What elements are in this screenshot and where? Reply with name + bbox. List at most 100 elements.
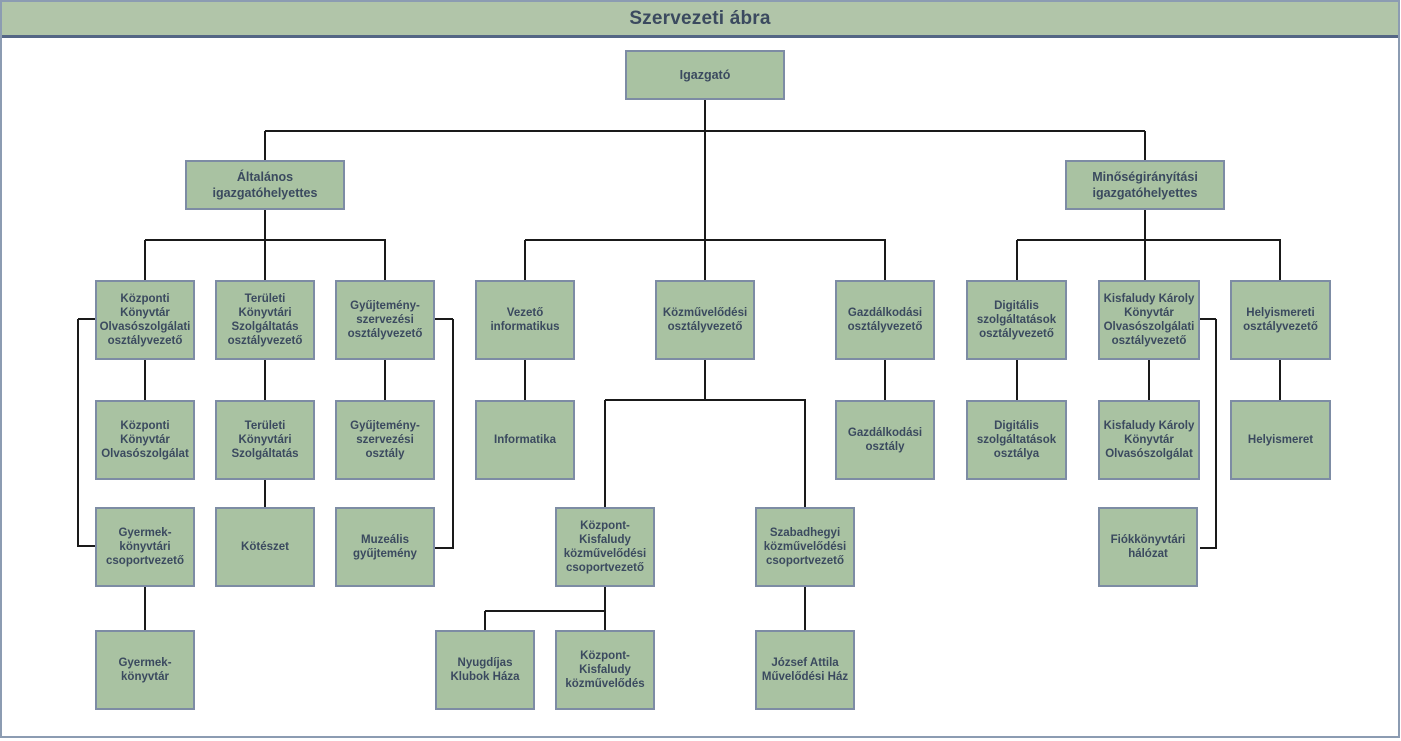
- connector-line: [1279, 360, 1281, 400]
- org-node-szabadhegyi-kozmuvelodesi-csoportvezeto[interactable]: Szabadhegyi közművelődési csoportvezető: [755, 507, 855, 587]
- org-node-label: Muzeális gyűjtemény: [353, 534, 417, 560]
- org-node-label: Kisfaludy Károly Könyvtár Olvasószolgála…: [1103, 420, 1195, 460]
- org-node-kozponti-konyvtar-olvasoszolgalat[interactable]: Központi Könyvtár Olvasószolgálat: [95, 400, 195, 480]
- connector-line: [1144, 210, 1146, 280]
- connector-line: [78, 545, 95, 547]
- connector-line: [264, 360, 266, 400]
- org-node-label: Digitális szolgáltatások osztályvezető: [976, 300, 1057, 340]
- connector-line: [384, 240, 386, 280]
- connector-line: [484, 611, 486, 630]
- connector-line: [1148, 360, 1150, 400]
- connector-line: [435, 547, 453, 549]
- org-node-kozmuvelodesi-osztalyvezeto[interactable]: Közművelődési osztályvezető: [655, 280, 755, 360]
- org-node-label: Központi Könyvtár Olvasószolgálati osztá…: [99, 293, 191, 347]
- connector-line: [264, 131, 266, 160]
- org-node-gyujtemeny-szervezesi-osztalyvezeto[interactable]: Gyűjtemény-szervezési osztályvezető: [335, 280, 435, 360]
- connector-line: [264, 480, 266, 507]
- org-node-label: Területi Könyvtári Szolgáltatás: [231, 420, 299, 460]
- connector-line: [144, 587, 146, 630]
- org-node-gyermek-konyvtar[interactable]: Gyermek-könyvtár: [95, 630, 195, 710]
- connector-line: [1017, 239, 1281, 241]
- org-node-kozpont-kisfaludy-kozmuvelodesi-csoportvezeto[interactable]: Központ-Kisfaludy közművelődési csoportv…: [555, 507, 655, 587]
- org-node-label: Területi Könyvtári Szolgáltatás osztályv…: [227, 293, 303, 347]
- connector-line: [145, 239, 386, 241]
- connector-line: [264, 210, 266, 280]
- org-node-jozsef-attila-muvelodesi-haz[interactable]: József Attila Művelődési Ház: [755, 630, 855, 710]
- connector-line: [704, 240, 706, 280]
- chart-title: Szervezeti ábra: [629, 7, 771, 29]
- org-node-digitalis-szolgaltatasok-osztalyvezeto[interactable]: Digitális szolgáltatások osztályvezető: [966, 280, 1067, 360]
- connector-line: [1200, 547, 1216, 549]
- org-node-label: Gazdálkodási osztály: [847, 427, 923, 453]
- org-node-igazgato[interactable]: Igazgató: [625, 50, 785, 100]
- org-node-label: József Attila Művelődési Ház: [761, 657, 849, 683]
- org-node-altalanos-igazgatohelyettes[interactable]: Általános igazgatóhelyettes: [185, 160, 345, 210]
- connector-line: [1279, 240, 1281, 280]
- org-node-nyugdijas-klubok-haza[interactable]: Nyugdíjas Klubok Háza: [435, 630, 535, 710]
- connector-line: [452, 319, 454, 549]
- org-node-helyismeret[interactable]: Helyismeret: [1230, 400, 1331, 480]
- connector-line: [1144, 131, 1146, 160]
- connector-line: [605, 399, 806, 401]
- org-node-label: Digitális szolgáltatások osztálya: [976, 420, 1057, 460]
- org-node-label: Igazgató: [679, 68, 731, 82]
- org-node-fiokkonyvtari-halozat[interactable]: Fiókkönyvtári hálózat: [1098, 507, 1198, 587]
- org-node-label: Helyismeret: [1247, 434, 1314, 446]
- connector-line: [804, 587, 806, 630]
- org-node-informatika[interactable]: Informatika: [475, 400, 575, 480]
- org-node-label: Gyermek-könyvtári csoportvezető: [106, 527, 184, 567]
- connector-line: [524, 360, 526, 400]
- org-node-kisfaludy-karoly-konyvtar-olvasoszolgalati-osztalyvezeto[interactable]: Kisfaludy Károly Könyvtár Olvasószolgála…: [1098, 280, 1200, 360]
- connector-line: [604, 400, 606, 507]
- org-node-label: Gyűjtemény-szervezési osztály: [350, 420, 420, 460]
- org-node-label: Szabadhegyi közművelődési csoportvezető: [763, 527, 847, 567]
- org-node-kisfaludy-karoly-konyvtar-olvasoszolgalat[interactable]: Kisfaludy Károly Könyvtár Olvasószolgála…: [1098, 400, 1200, 480]
- org-node-label: Nyugdíjas Klubok Háza: [450, 657, 520, 683]
- org-node-kozponti-konyvtar-olvasoszolgalati-osztalyvezeto[interactable]: Központi Könyvtár Olvasószolgálati osztá…: [95, 280, 195, 360]
- chart-title-bar: Szervezeti ábra: [2, 2, 1398, 38]
- connector-line: [804, 400, 806, 507]
- org-node-kozpont-kisfaludy-kozmuvelodes[interactable]: Központ-Kisfaludy közművelődés: [555, 630, 655, 710]
- org-node-vezeto-informatikus[interactable]: Vezető informatikus: [475, 280, 575, 360]
- org-node-gazdalkodasi-osztaly[interactable]: Gazdálkodási osztály: [835, 400, 935, 480]
- org-node-teruleti-konyvtari-szolgaltatas[interactable]: Területi Könyvtári Szolgáltatás: [215, 400, 315, 480]
- org-node-label: Központi Könyvtár Olvasószolgálat: [101, 420, 189, 460]
- org-node-gyermek-konyvtari-csoportvezeto[interactable]: Gyermek-könyvtári csoportvezető: [95, 507, 195, 587]
- org-node-label: Általános igazgatóhelyettes: [212, 170, 318, 200]
- connector-line: [485, 610, 605, 612]
- org-node-label: Közművelődési osztályvezető: [662, 307, 748, 333]
- connector-line: [884, 360, 886, 400]
- org-node-gyujtemeny-szervezesi-osztaly[interactable]: Gyűjtemény-szervezési osztály: [335, 400, 435, 480]
- org-node-minosegiranyitasi-igazgatohelyettes[interactable]: Minőségirányítási igazgatóhelyettes: [1065, 160, 1225, 210]
- org-node-label: Informatika: [494, 434, 556, 446]
- org-node-label: Helyismereti osztályvezető: [1243, 307, 1318, 333]
- org-node-teruleti-konyvtari-szolgaltatas-osztalyvezeto[interactable]: Területi Könyvtári Szolgáltatás osztályv…: [215, 280, 315, 360]
- connector-line: [1215, 319, 1217, 549]
- org-node-label: Vezető informatikus: [490, 307, 560, 333]
- connector-line: [144, 240, 146, 280]
- connector-line: [384, 360, 386, 400]
- connector-line: [1016, 360, 1018, 400]
- connector-line: [435, 318, 453, 320]
- connector-line: [704, 100, 706, 241]
- org-node-gazdalkodasi-osztalyvezeto[interactable]: Gazdálkodási osztályvezető: [835, 280, 935, 360]
- connector-line: [265, 130, 1145, 132]
- org-node-label: Gyűjtemény-szervezési osztályvezető: [347, 300, 423, 340]
- org-node-label: Gazdálkodási osztályvezető: [847, 307, 923, 333]
- connector-line: [604, 587, 606, 630]
- connector-line: [77, 319, 79, 547]
- connector-line: [1200, 318, 1216, 320]
- org-node-label: Kisfaludy Károly Könyvtár Olvasószolgála…: [1103, 293, 1195, 347]
- org-node-label: Központ-Kisfaludy közművelődés: [565, 650, 645, 690]
- org-node-muzealis-gyujtemeny[interactable]: Muzeális gyűjtemény: [335, 507, 435, 587]
- connector-line: [524, 240, 526, 280]
- org-node-digitalis-szolgaltatasok-osztalya[interactable]: Digitális szolgáltatások osztálya: [966, 400, 1067, 480]
- connector-line: [884, 240, 886, 280]
- org-node-label: Fiókkönyvtári hálózat: [1110, 534, 1186, 560]
- org-node-label: Minőségirányítási igazgatóhelyettes: [1092, 170, 1198, 200]
- connector-line: [704, 360, 706, 400]
- org-node-koteszet[interactable]: Kötészet: [215, 507, 315, 587]
- org-node-helyismereti-osztalyvezeto[interactable]: Helyismereti osztályvezető: [1230, 280, 1331, 360]
